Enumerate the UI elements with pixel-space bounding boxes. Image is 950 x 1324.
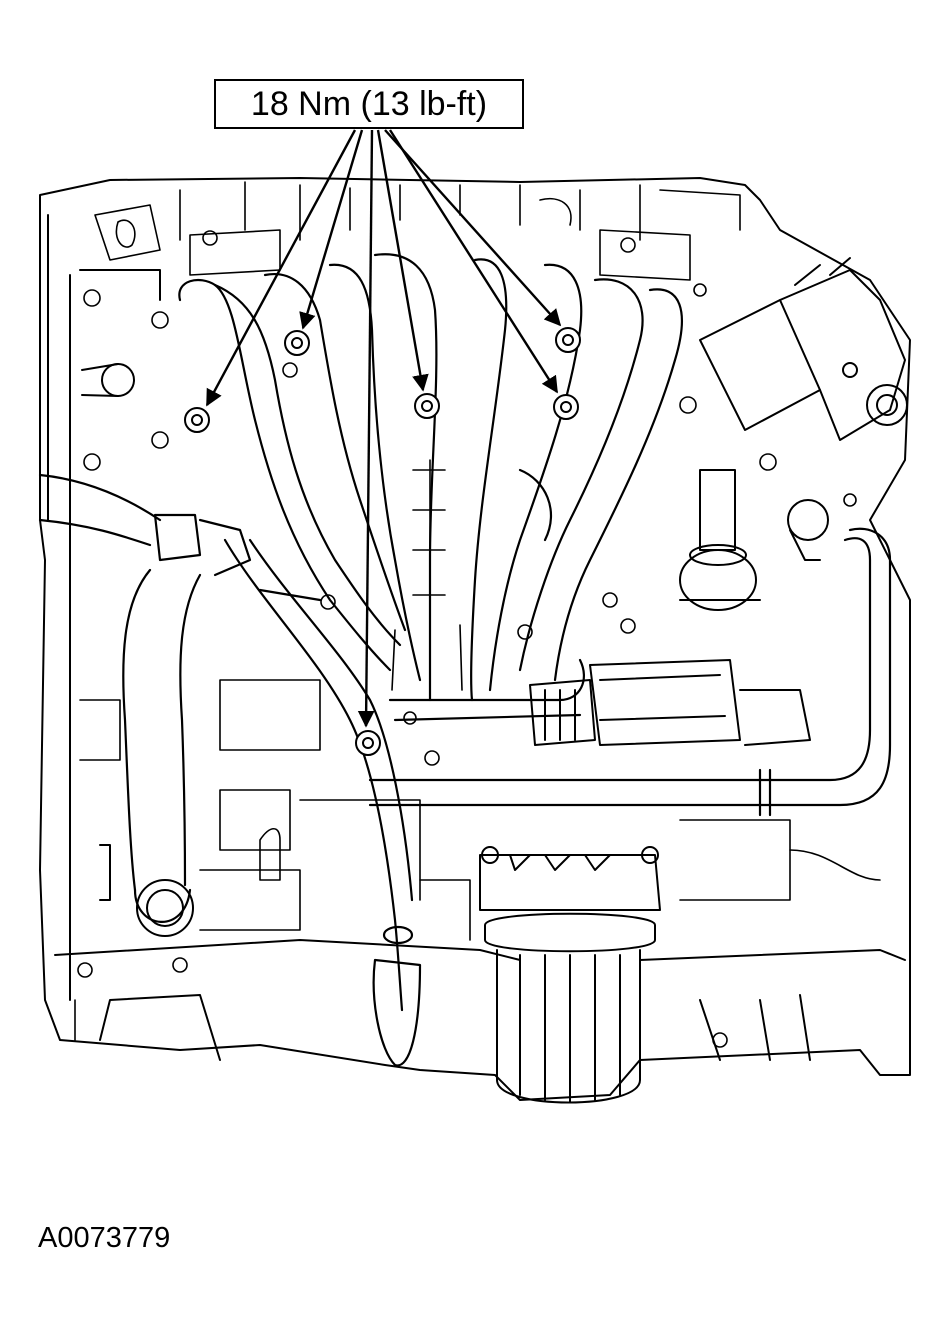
throttle-body — [699, 257, 908, 441]
dipstick-tube — [223, 538, 422, 1067]
callout-leader-lines — [205, 129, 562, 728]
exhaust-manifold — [178, 253, 683, 722]
lower-engine-details — [74, 679, 881, 1041]
engine-block-outline — [39, 177, 911, 1101]
egr-valve — [679, 469, 829, 611]
misc-bolts — [77, 230, 857, 1048]
figure-id-label: A0073779 — [38, 1222, 171, 1254]
manifold-heat-shield-ribs — [391, 459, 463, 691]
coolant-bypass-pipe — [368, 527, 892, 817]
torque-callout-label: 18 Nm (13 lb-ft) — [214, 79, 524, 129]
radiator-hose-left — [38, 473, 252, 923]
starter-motor — [529, 659, 811, 746]
oil-filter — [479, 846, 661, 1104]
coolant-outlet — [81, 363, 194, 937]
manifold-bolts — [184, 327, 581, 756]
